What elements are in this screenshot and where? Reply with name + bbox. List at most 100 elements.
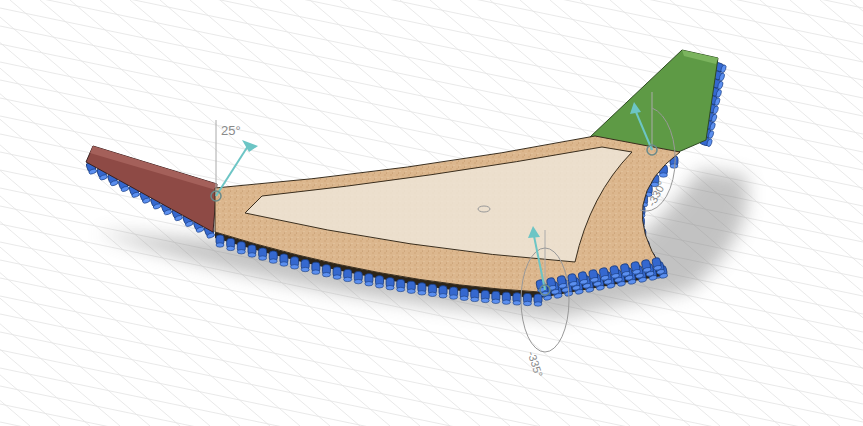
roller-row — [216, 235, 668, 306]
roller-end — [397, 287, 405, 291]
grid-line — [0, 422, 863, 426]
grid-line — [0, 368, 863, 426]
roller-end — [502, 300, 510, 304]
left-fin — [86, 146, 217, 232]
roller-end — [185, 220, 194, 227]
grid-line — [0, 0, 863, 152]
roller — [418, 283, 426, 295]
grid-line — [220, 0, 720, 426]
roller-end — [376, 284, 384, 288]
roller-end — [386, 285, 394, 289]
pivot — [540, 285, 550, 295]
roller — [460, 288, 468, 300]
roller-end — [513, 301, 521, 305]
axis-line — [545, 230, 546, 290]
roller — [599, 267, 609, 281]
roller-end — [365, 282, 373, 286]
grid-line — [790, 0, 863, 426]
roller — [567, 273, 577, 287]
roller — [259, 248, 267, 260]
origin-ring — [478, 206, 490, 212]
roller-end — [579, 279, 588, 285]
roller — [471, 289, 479, 301]
roller-end — [195, 226, 204, 233]
roller — [365, 274, 373, 286]
roller — [269, 251, 277, 263]
roller — [291, 257, 299, 269]
roller-end — [110, 180, 119, 187]
roller — [354, 272, 362, 284]
roller — [620, 263, 630, 277]
roller-end — [471, 297, 479, 301]
roller-end — [301, 267, 309, 271]
angle-label: 25° — [221, 124, 241, 137]
roller-end — [280, 262, 288, 266]
grid-line — [0, 0, 863, 44]
axis-line — [652, 92, 653, 150]
roller-end — [163, 209, 172, 216]
roller — [312, 262, 320, 274]
roller-end — [269, 259, 277, 263]
roller-end — [715, 89, 722, 98]
roller — [344, 269, 352, 281]
rotate-manipulator — [630, 92, 675, 211]
grid-line — [0, 0, 863, 134]
roller-end — [590, 277, 599, 283]
roller-end — [670, 164, 678, 168]
roller-end — [711, 114, 718, 123]
roller — [652, 257, 662, 271]
roller-end — [354, 279, 362, 283]
right-fin — [590, 50, 718, 153]
roller-end — [237, 250, 245, 254]
roller-end — [708, 130, 715, 139]
roller-end — [333, 275, 341, 279]
roller — [546, 277, 556, 291]
roller-end — [523, 301, 531, 305]
roller-end — [439, 294, 447, 298]
grid-line — [0, 386, 863, 426]
roller-end — [558, 283, 567, 289]
roller — [248, 245, 256, 257]
grid-line — [0, 296, 863, 426]
roller — [216, 235, 224, 247]
roller-end — [706, 138, 713, 147]
arrow-head — [242, 140, 258, 152]
inner-panel — [245, 147, 632, 262]
roller — [502, 292, 510, 304]
roller-end — [88, 168, 97, 175]
arrow-head — [630, 102, 641, 114]
roller-end — [712, 105, 719, 114]
roller-end — [714, 97, 721, 106]
roller-end — [99, 174, 108, 181]
roller — [534, 294, 542, 306]
roller-end — [709, 122, 716, 131]
angle-arrow — [216, 146, 248, 196]
angle-label: -335° — [526, 350, 545, 379]
roller — [588, 269, 598, 283]
roller-end — [227, 246, 235, 250]
grid-line — [850, 0, 863, 426]
roller-end — [407, 289, 415, 293]
roller-end — [428, 292, 436, 296]
roller-end — [418, 291, 426, 295]
roller — [333, 267, 341, 279]
grid-line — [0, 0, 120, 426]
roller-end — [643, 267, 652, 273]
roller-end — [601, 275, 610, 281]
roller-end — [248, 253, 256, 257]
roller-end — [460, 296, 468, 300]
roller-end — [450, 295, 458, 299]
roller-end — [534, 302, 542, 306]
roller-end — [174, 215, 183, 222]
roller — [237, 242, 245, 254]
roller-end — [120, 186, 129, 193]
arrow-head — [528, 226, 540, 238]
roller — [523, 293, 531, 305]
roller — [641, 259, 651, 273]
grid-line — [0, 0, 863, 80]
grid-line — [0, 0, 150, 426]
roller — [631, 261, 641, 275]
roller-end — [291, 265, 299, 269]
grid-line — [0, 0, 863, 170]
